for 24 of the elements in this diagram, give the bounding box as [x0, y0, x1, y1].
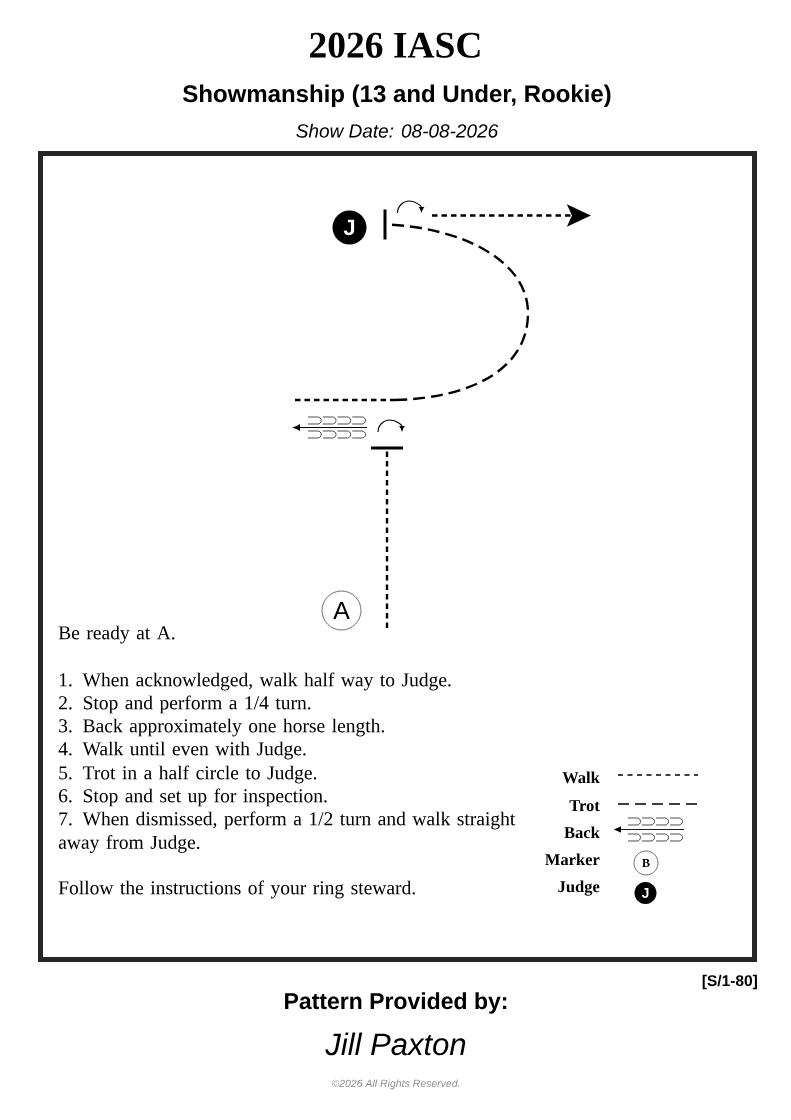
instruction-step: 3. Back approximately one horse length.: [59, 718, 384, 737]
copyright-notice: ©2026 All Rights Reserved.: [331, 1079, 460, 1090]
title: 2026 IASC: [310, 32, 480, 58]
instruction-text: Follow the instructions of your ring steward.: [58, 880, 415, 899]
instruction-step: 1. When acknowledged, walk half way to Judge.: [59, 672, 451, 691]
dashed-line: [385, 449, 389, 628]
credit-heading: Pattern Provided by:: [285, 992, 507, 1014]
credit-name: Jill Paxton: [325, 1032, 466, 1056]
show-date: Show Date: 08-08-2026: [296, 123, 499, 138]
instruction-step: 4. Walk until even with Judge.: [58, 741, 306, 760]
stop-bar: [383, 209, 387, 240]
instruction-step: 5. Trot in a half circle to Judge.: [59, 765, 317, 784]
pattern-code: [S/1-80]: [702, 974, 757, 990]
legend-label: Marker: [545, 853, 600, 866]
stop-bar: [371, 446, 403, 450]
subtitle: Showmanship (13 and Under, Rookie): [183, 84, 611, 107]
legend-label: Back: [564, 826, 600, 839]
legend-label: Judge: [558, 880, 600, 896]
legend-label: Walk: [562, 771, 600, 784]
instruction-step: 6. Stop and set up for inspection.: [59, 788, 327, 807]
instruction-step: 7. When dismissed, perform a 1/2 turn and walk straight away from Judge.: [58, 811, 516, 853]
instruction-text: Be ready at A.: [58, 625, 175, 644]
legend-label: Trot: [569, 800, 600, 812]
instruction-step: 2. Stop and perform a 1/4 turn.: [59, 695, 311, 714]
